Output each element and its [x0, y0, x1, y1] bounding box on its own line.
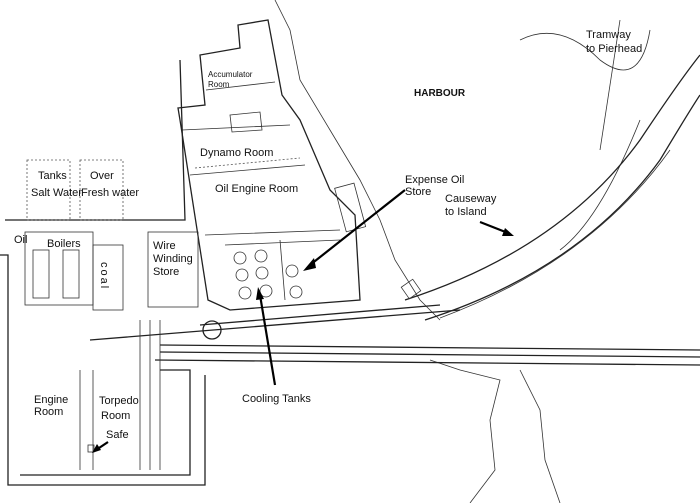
over-label: Over: [90, 170, 114, 182]
boilers-label: Boilers: [47, 238, 81, 250]
turntable: [202, 320, 222, 340]
island-shore: [519, 29, 651, 251]
wire-label-2: Winding: [153, 253, 193, 265]
oil-label: Oil: [14, 234, 27, 246]
cooling-tanks: [233, 249, 303, 300]
boiler-1: [32, 249, 50, 299]
engine-room-label: Engine: [34, 394, 68, 406]
wire-winding-store: [147, 231, 199, 308]
dynamo-room-label: Dynamo Room: [200, 147, 273, 159]
accumulator-label-2: Room: [208, 80, 230, 89]
fresh-water-tank: [79, 159, 124, 221]
salt-water-tank: [26, 159, 71, 221]
torpedo-room-walls: [79, 320, 161, 470]
safe-box: [87, 444, 95, 453]
coastline: [274, 0, 441, 321]
steps: [400, 278, 422, 300]
oil-engine-room-label: Oil Engine Room: [215, 183, 298, 195]
causeway: [404, 54, 700, 301]
fresh-water-label: Fresh water: [81, 187, 139, 199]
tramway-line: [439, 19, 671, 319]
expense-oil-label-2: Store: [405, 186, 431, 198]
torpedo-room-label: Torpedo: [99, 395, 139, 407]
accumulator-label: Accumulator: [208, 70, 253, 79]
room-divisions: [181, 81, 341, 301]
boiler-2: [62, 249, 80, 299]
dynamo-wall: [194, 157, 301, 169]
main-building: [177, 19, 361, 311]
rail-track: [154, 344, 700, 366]
wire-label-3: Store: [153, 266, 179, 278]
tunnel: [89, 304, 461, 341]
causeway-label-2: to Island: [445, 206, 487, 218]
tanks-label: Tanks: [38, 170, 67, 182]
tramway-label: Tramway: [586, 29, 631, 41]
torpedo-room-label-2: Room: [101, 410, 130, 422]
cooling-tanks-label: Cooling Tanks: [242, 393, 311, 405]
coal-label: coal: [98, 262, 110, 290]
coal-store: [92, 244, 124, 311]
wire-label: Wire: [153, 240, 176, 252]
harbour-label: HARBOUR: [414, 88, 466, 99]
causeway-label: Causeway: [445, 193, 497, 205]
expense-oil-label: Expense Oil: [405, 174, 464, 186]
salt-water-label: Salt Water: [31, 187, 82, 199]
engine-room-label-2: Room: [34, 406, 63, 418]
causeway-edge: [424, 94, 700, 321]
rock-outcrop: [429, 359, 561, 503]
label-arrows: [92, 189, 514, 453]
tramway-label-2: to Pierhead: [586, 43, 642, 55]
safe-label: Safe: [106, 429, 129, 441]
